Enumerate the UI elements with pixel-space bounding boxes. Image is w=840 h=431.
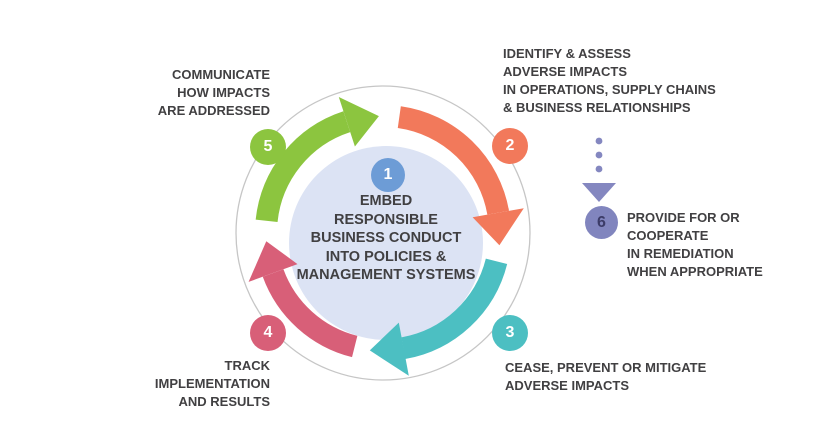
- label-step-4: TRACK IMPLEMENTATION AND RESULTS: [70, 357, 270, 411]
- orange-arrow-arc: [397, 106, 510, 215]
- center-label-line: RESPONSIBLE: [334, 211, 438, 228]
- label-line: PROVIDE FOR OR: [627, 210, 740, 225]
- step-badge-1: 1: [371, 158, 405, 192]
- pink-arrow-arc: [262, 268, 358, 358]
- label-line: COMMUNICATE: [172, 67, 270, 82]
- center-label-line: MANAGEMENT SYSTEMS: [296, 267, 476, 283]
- connector-dot: [595, 137, 603, 145]
- step-badge-6: 6: [585, 206, 618, 239]
- center-circle: [289, 146, 483, 340]
- teal-arrow-arc: [401, 258, 508, 360]
- label-line: ARE ADDRESSED: [157, 103, 270, 118]
- step-badge-3: 3: [492, 315, 528, 351]
- step-badge-5: 5: [250, 129, 286, 165]
- green-arrow-arc: [255, 111, 351, 223]
- label-line: HOW IMPACTS: [177, 85, 270, 100]
- center-label-line: INTO POLICIES &: [325, 248, 447, 265]
- label-line: IDENTIFY & ASSESS: [503, 46, 631, 61]
- center-label-step-1: EMBED RESPONSIBLE BUSINESS CONDUCT INTO …: [281, 192, 491, 285]
- green-arrow-head-icon: [338, 97, 379, 147]
- step-badge-2: 2: [492, 128, 528, 164]
- label-line: AND RESULTS: [178, 394, 270, 409]
- center-label-line: EMBED: [359, 193, 413, 209]
- down-arrow-icon: [582, 183, 616, 202]
- label-line: ADVERSE IMPACTS: [503, 64, 627, 79]
- label-line: CEASE, PREVENT OR MITIGATE: [505, 360, 707, 375]
- label-line: IMPLEMENTATION: [154, 376, 270, 391]
- teal-arrow-head-icon: [369, 322, 409, 376]
- label-step-3: CEASE, PREVENT OR MITIGATE ADVERSE IMPAC…: [505, 359, 706, 395]
- step-badge-4: 4: [250, 315, 286, 351]
- label-line: IN OPERATIONS, SUPPLY CHAINS: [503, 82, 716, 97]
- label-line: TRACK: [224, 358, 271, 373]
- label-line: COOPERATE: [627, 228, 709, 243]
- label-step-6: PROVIDE FOR OR COOPERATE IN REMEDIATION …: [627, 209, 763, 281]
- connector-dot: [595, 151, 603, 159]
- label-line: WHEN APPROPRIATE: [627, 264, 763, 279]
- label-step-5: COMMUNICATE HOW IMPACTS ARE ADDRESSED: [70, 66, 270, 120]
- label-line: ADVERSE IMPACTS: [505, 378, 629, 393]
- connector-dot: [595, 165, 603, 173]
- center-label-line: BUSINESS CONDUCT: [310, 230, 462, 246]
- pink-arrow-head-icon: [248, 241, 298, 282]
- label-line: & BUSINESS RELATIONSHIPS: [503, 100, 691, 115]
- label-line: IN REMEDIATION: [627, 246, 734, 261]
- label-step-2: IDENTIFY & ASSESS ADVERSE IMPACTS IN OPE…: [503, 45, 716, 117]
- orange-arrow-head-icon: [472, 208, 524, 246]
